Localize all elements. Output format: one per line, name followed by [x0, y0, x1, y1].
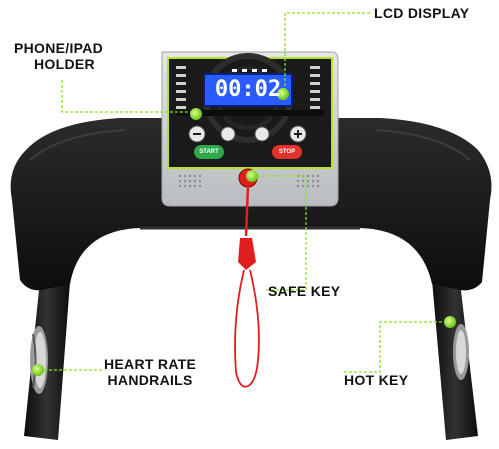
hot-key-dot	[444, 316, 456, 328]
left-upright-post	[24, 280, 70, 440]
heart-rate-handrails-label: HEART RATE HANDRAILS	[104, 356, 196, 388]
right-upright-post	[432, 280, 478, 440]
start-button-shape	[194, 145, 224, 159]
safety-cord	[234, 185, 260, 388]
start-button-label: START	[199, 149, 219, 155]
stop-button-shape	[272, 145, 302, 159]
lcd-display-dot	[277, 88, 289, 100]
callout-dots	[32, 88, 456, 376]
phone-ipad-holder-line-2: HOLDER	[34, 56, 95, 72]
stop-button-label: STOP	[278, 149, 296, 155]
heart-rate-dot	[32, 364, 44, 376]
hot-key-label: HOT KEY	[344, 372, 409, 388]
phone-ipad-holder-line-1: PHONE/IPAD	[14, 40, 104, 56]
phone-holder-dot	[190, 108, 202, 120]
safe-key-label: SAFE KEY	[268, 283, 341, 299]
lcd-time-readout: 00:02	[214, 77, 282, 102]
console-panel	[161, 51, 339, 207]
callout-lines	[38, 12, 448, 373]
heart-rate-handrails-line-2: HANDRAILS	[107, 372, 193, 388]
heart-rate-handrails-line-1: HEART RATE	[104, 356, 197, 372]
lcd-display-label: LCD DISPLAY	[374, 5, 470, 21]
lcd-screen	[203, 73, 293, 107]
safe-key-dot	[246, 170, 258, 182]
phone-ipad-holder-label: PHONE/IPAD HOLDER	[14, 40, 103, 72]
